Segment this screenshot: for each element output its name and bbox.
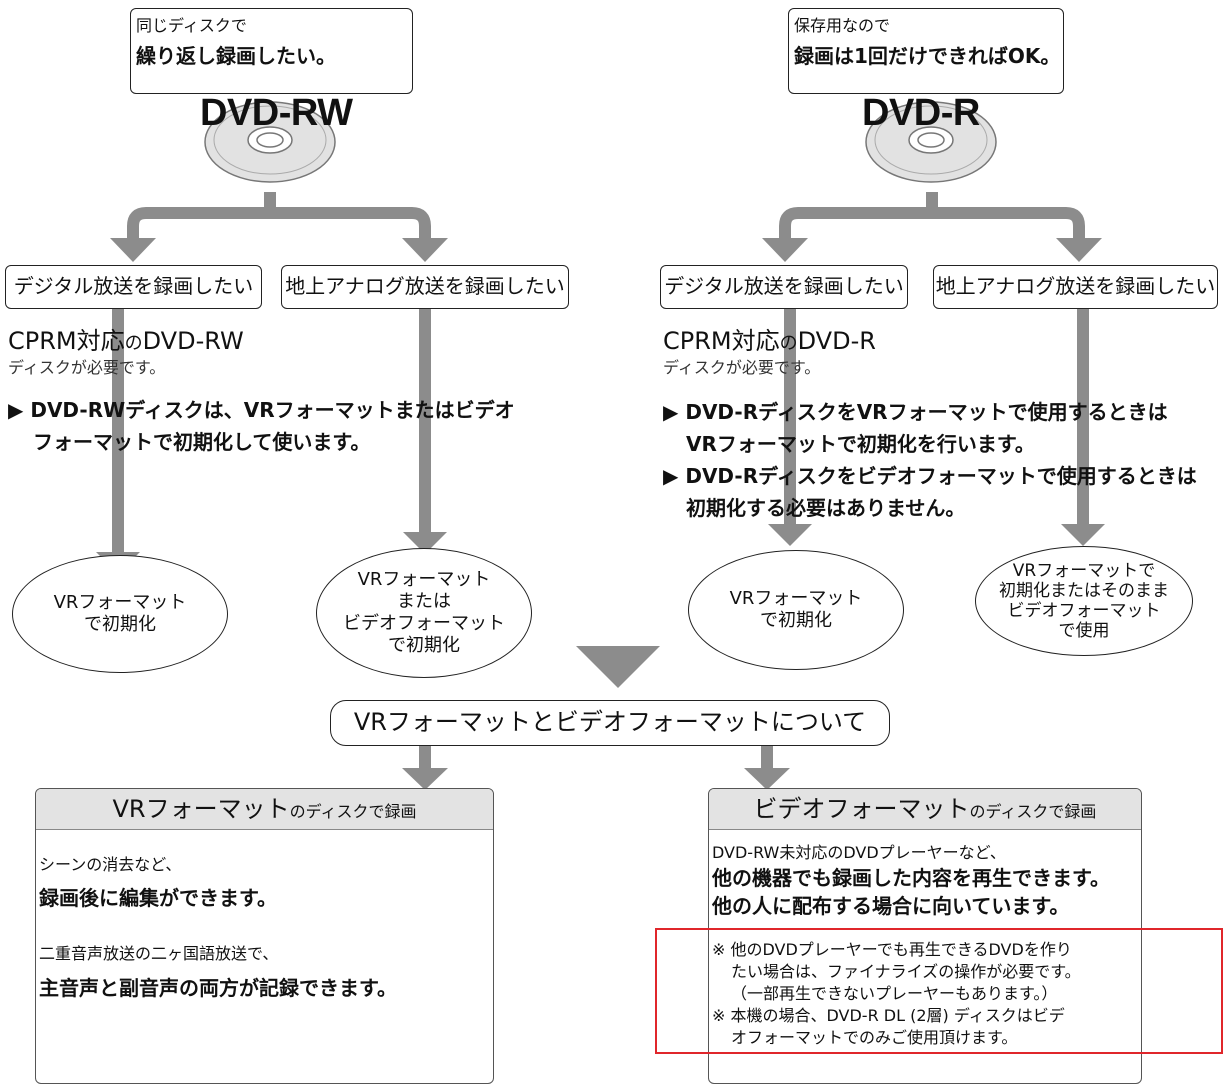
ellipse-line: VRフォーマット	[357, 569, 491, 590]
req-disc: DVD-RW	[142, 327, 244, 355]
note-repeat-recording: 同じディスクで 繰り返し録画したい。	[130, 8, 413, 94]
remark-line: ※ 本機の場合、DVD-R DL (2層) ディスクはビデ	[712, 1006, 1065, 1025]
note-save-once: 保存用なので 録画は1回だけできればOK。	[788, 8, 1064, 94]
disc-icon	[204, 101, 336, 183]
video-format-panel: ビデオフォーマットのディスクで録画 DVD-RW未対応のDVDプレーヤーなど、 …	[708, 788, 1142, 1084]
ellipse-line: 初期化またはそのまま	[999, 581, 1169, 601]
req-cprm: CPRM対応	[663, 327, 780, 355]
branch-digital-right: デジタル放送を録画したい	[660, 265, 908, 309]
vr-format-panel: VRフォーマットのディスクで録画 シーンの消去など、 録画後に編集ができます。 …	[35, 788, 494, 1084]
remark-line: （一部再生できないプレーヤーもあります。）	[731, 984, 1058, 1003]
req-cprm: CPRM対応	[8, 327, 125, 355]
vr-desc-1-small: シーンの消去など、	[39, 855, 182, 874]
req-no: の	[779, 333, 798, 354]
note-small: 保存用なので	[794, 16, 891, 35]
vr-desc-2-small: 二重音声放送の二ヶ国語放送で、	[39, 944, 279, 963]
vr-desc-2-big: 主音声と副音声の両方が記録できます。	[39, 976, 397, 1000]
panel-header-sub: のディスクで録画	[289, 802, 417, 821]
panel-header-main: VRフォーマット	[112, 795, 290, 823]
requirement-left: CPRM対応のDVD-RW	[8, 326, 244, 359]
req-disc: DVD-R	[797, 327, 876, 355]
panel-header-sub: のディスクで録画	[969, 802, 1097, 821]
requirement-sub-right: ディスクが必要です。	[663, 358, 821, 377]
vr-desc-1-big: 録画後に編集ができます。	[39, 886, 277, 910]
bullet-right-2-line2: 初期化する必要はありません。	[686, 496, 966, 520]
ellipse-line: で使用	[1058, 621, 1110, 641]
ellipse-line: ビデオフォーマット	[1007, 601, 1161, 621]
disc-icon	[865, 101, 997, 183]
disc-title-dvd-rw: DVD-RW	[200, 92, 353, 134]
result-ellipse-left-analog: VRフォーマットまたはビデオフォーマットで初期化	[316, 548, 532, 678]
branch-analog-right: 地上アナログ放送を録画したい	[933, 265, 1218, 309]
highlight-rectangle	[655, 928, 1223, 1054]
ellipse-line: または	[397, 591, 451, 612]
video-desc-big-2: 他の人に配布する場合に向いています。	[712, 894, 1070, 918]
panel-header-main: ビデオフォーマット	[753, 795, 970, 823]
disc-title-dvd-r: DVD-R	[862, 92, 980, 134]
remark-line: たい場合は、ファイナライズの操作が必要です。	[731, 962, 1081, 981]
panel-header: VRフォーマットのディスクで録画	[36, 789, 493, 830]
bullet-right-1-line2: VRフォーマットで初期化を行います。	[686, 432, 1035, 456]
video-desc-big-1: 他の機器でも録画した内容を再生できます。	[712, 866, 1110, 890]
result-ellipse-right-analog: VRフォーマットで初期化またはそのままビデオフォーマットで使用	[975, 546, 1193, 656]
ellipse-line: で初期化	[388, 635, 460, 656]
ellipse-line: で初期化	[759, 610, 832, 631]
format-comparison-title: VRフォーマットとビデオフォーマットについて	[330, 700, 890, 746]
note-small: 同じディスクで	[136, 16, 247, 35]
ellipse-line: VRフォーマット	[53, 592, 187, 613]
bullet-left-line1: ▶ DVD-RWディスクは、VRフォーマットまたはビデオ	[8, 398, 515, 422]
video-desc-small: DVD-RW未対応のDVDプレーヤーなど、	[712, 843, 1006, 862]
branch-analog-left: 地上アナログ放送を録画したい	[281, 265, 569, 309]
ellipse-line: VRフォーマット	[729, 588, 863, 609]
panel-header: ビデオフォーマットのディスクで録画	[709, 789, 1141, 830]
note-big: 繰り返し録画したい。	[136, 44, 336, 68]
bullet-right-2-line1: ▶ DVD-Rディスクをビデオフォーマットで使用するときは	[663, 464, 1197, 488]
result-ellipse-right-digital: VRフォーマットで初期化	[688, 550, 904, 670]
remark-line: オフォーマットでのみご使用頂けます。	[731, 1028, 1018, 1047]
branch-digital-left: デジタル放送を録画したい	[5, 265, 262, 309]
bullet-left-line2: フォーマットで初期化して使います。	[33, 430, 371, 454]
remark-line: ※ 他のDVDプレーヤーでも再生できるDVDを作り	[712, 940, 1072, 959]
requirement-sub-left: ディスクが必要です。	[8, 358, 166, 377]
note-big: 録画は1回だけできればOK。	[794, 44, 1061, 68]
result-ellipse-left-digital: VRフォーマットで初期化	[12, 555, 228, 673]
requirement-right: CPRM対応のDVD-R	[663, 326, 876, 359]
req-no: の	[124, 333, 143, 354]
bullet-right-1-line1: ▶ DVD-RディスクをVRフォーマットで使用するときは	[663, 400, 1168, 424]
ellipse-line: VRフォーマットで	[1012, 561, 1156, 581]
ellipse-line: で初期化	[83, 614, 156, 635]
ellipse-line: ビデオフォーマット	[343, 613, 505, 634]
